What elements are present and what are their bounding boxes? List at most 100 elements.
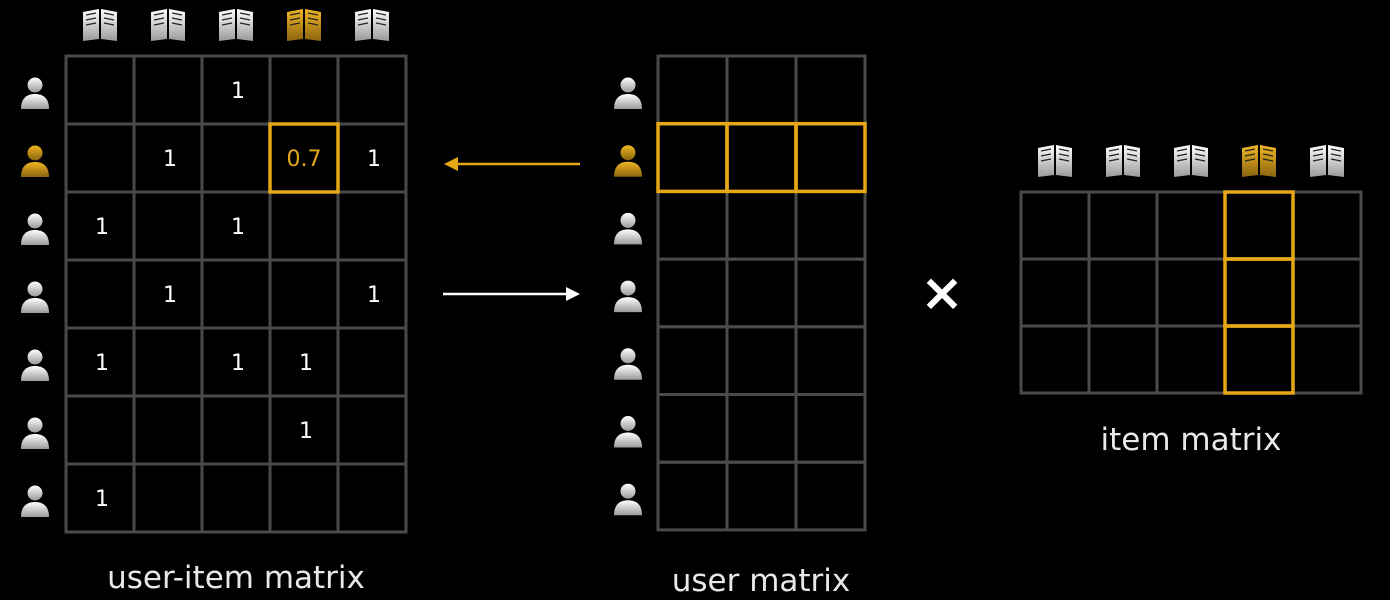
item-matrix-cell (1223, 324, 1295, 395)
user-item-cell (200, 462, 272, 534)
user-item-matrix-caption: user-item matrix (107, 560, 365, 596)
item-matrix-cell (1223, 257, 1295, 328)
user-item-cell (64, 122, 136, 194)
item-matrix-cell (1087, 324, 1159, 395)
user-matrix-caption: user matrix (672, 563, 851, 599)
highlighted-user-vector-cell (794, 121, 867, 194)
user-icon (21, 417, 49, 449)
user-matrix-cell (794, 393, 867, 464)
item-matrix-cell (1087, 190, 1159, 261)
user-matrix-cell (794, 122, 867, 193)
user-matrix-cell (725, 393, 798, 464)
user-matrix-cell (656, 393, 729, 464)
user-item-book-header (82, 8, 390, 42)
user-item-cell (336, 326, 408, 398)
item-matrix (1019, 190, 1363, 395)
user-matrix-cell (725, 460, 798, 532)
user-icon (21, 145, 49, 177)
highlighted-item-vector-cell (1223, 257, 1295, 328)
item-matrix-book-header (1037, 144, 1345, 178)
item-matrix-cell (1155, 190, 1227, 261)
book-icon (1173, 144, 1209, 178)
user-matrix-cell (725, 257, 798, 329)
item-matrix-cell (1087, 257, 1159, 328)
item-matrix-cell (1019, 257, 1091, 328)
user-matrix-cell (656, 54, 729, 126)
user-matrix (656, 54, 867, 532)
highlighted-item-vector-cell (1223, 324, 1295, 395)
item-matrix-cell (1223, 190, 1295, 261)
item-matrix-cell (1019, 190, 1091, 261)
user-icon (21, 349, 49, 381)
book-icon (150, 8, 186, 42)
user-icon (21, 281, 49, 313)
user-matrix-cell (725, 54, 798, 126)
item-matrix-caption: item matrix (1101, 422, 1282, 458)
user-item-value: 1 (95, 215, 109, 240)
book-icon (354, 8, 390, 42)
user-matrix-cell (794, 189, 867, 261)
user-matrix-cell (656, 325, 729, 396)
user-item-cell (132, 190, 204, 262)
user-matrix-cell (656, 122, 729, 193)
user-item-value: 1 (367, 283, 381, 308)
user-item-value: 1 (95, 351, 109, 376)
user-item-cell (268, 462, 340, 534)
user-item-value: 1 (231, 351, 245, 376)
user-item-value: 1 (163, 283, 177, 308)
user-item-cell (132, 394, 204, 466)
user-item-value: 1 (163, 147, 177, 172)
user-icon (614, 348, 642, 380)
user-icon (21, 77, 49, 109)
book-icon (1309, 144, 1345, 178)
user-item-value: 1 (95, 487, 109, 512)
user-matrix-cell (794, 325, 867, 396)
book-icon (1037, 144, 1073, 178)
user-item-cell (200, 394, 272, 466)
user-icon (614, 483, 642, 516)
multiply-icon: × (920, 263, 964, 323)
user-matrix-cell (656, 257, 729, 329)
user-item-cell (268, 54, 340, 126)
user-item-cell (132, 326, 204, 398)
book-icon (286, 8, 322, 42)
user-item-cell (64, 54, 136, 126)
user-item-value: 1 (231, 79, 245, 104)
user-item-cell (336, 54, 408, 126)
user-matrix-cell (794, 460, 867, 532)
item-matrix-cell (1155, 324, 1227, 395)
user-item-cell (64, 258, 136, 330)
highlighted-rating-cell (268, 122, 340, 194)
highlighted-item-vector-cell (1223, 190, 1295, 261)
user-item-value: 1 (299, 351, 313, 376)
item-matrix-cell (1291, 257, 1363, 328)
user-icon (614, 77, 642, 109)
highlighted-user-vector-cell (725, 121, 798, 194)
user-icon (614, 280, 642, 313)
user-icon (614, 416, 642, 448)
user-item-value: 1 (231, 215, 245, 240)
user-item-cell (268, 190, 340, 262)
book-icon (1105, 144, 1141, 178)
user-item-cell (64, 394, 136, 466)
user-item-user-column (21, 77, 49, 517)
user-item-value: 1 (299, 419, 313, 444)
highlighted-user-vector-cell (656, 121, 729, 194)
arrow-right (443, 287, 580, 301)
item-matrix-cell (1155, 257, 1227, 328)
user-matrix-cell (725, 122, 798, 193)
user-item-cell (200, 122, 272, 194)
user-item-cell (132, 54, 204, 126)
user-item-value: 0.7 (287, 147, 322, 172)
item-matrix-cell (1291, 324, 1363, 395)
user-item-cell (336, 462, 408, 534)
item-matrix-cell (1019, 324, 1091, 395)
user-matrix-cell (794, 54, 867, 126)
user-icon (21, 213, 49, 245)
user-matrix-cell (656, 189, 729, 261)
book-icon (218, 8, 254, 42)
user-item-cell (336, 190, 408, 262)
user-icon (21, 485, 49, 517)
